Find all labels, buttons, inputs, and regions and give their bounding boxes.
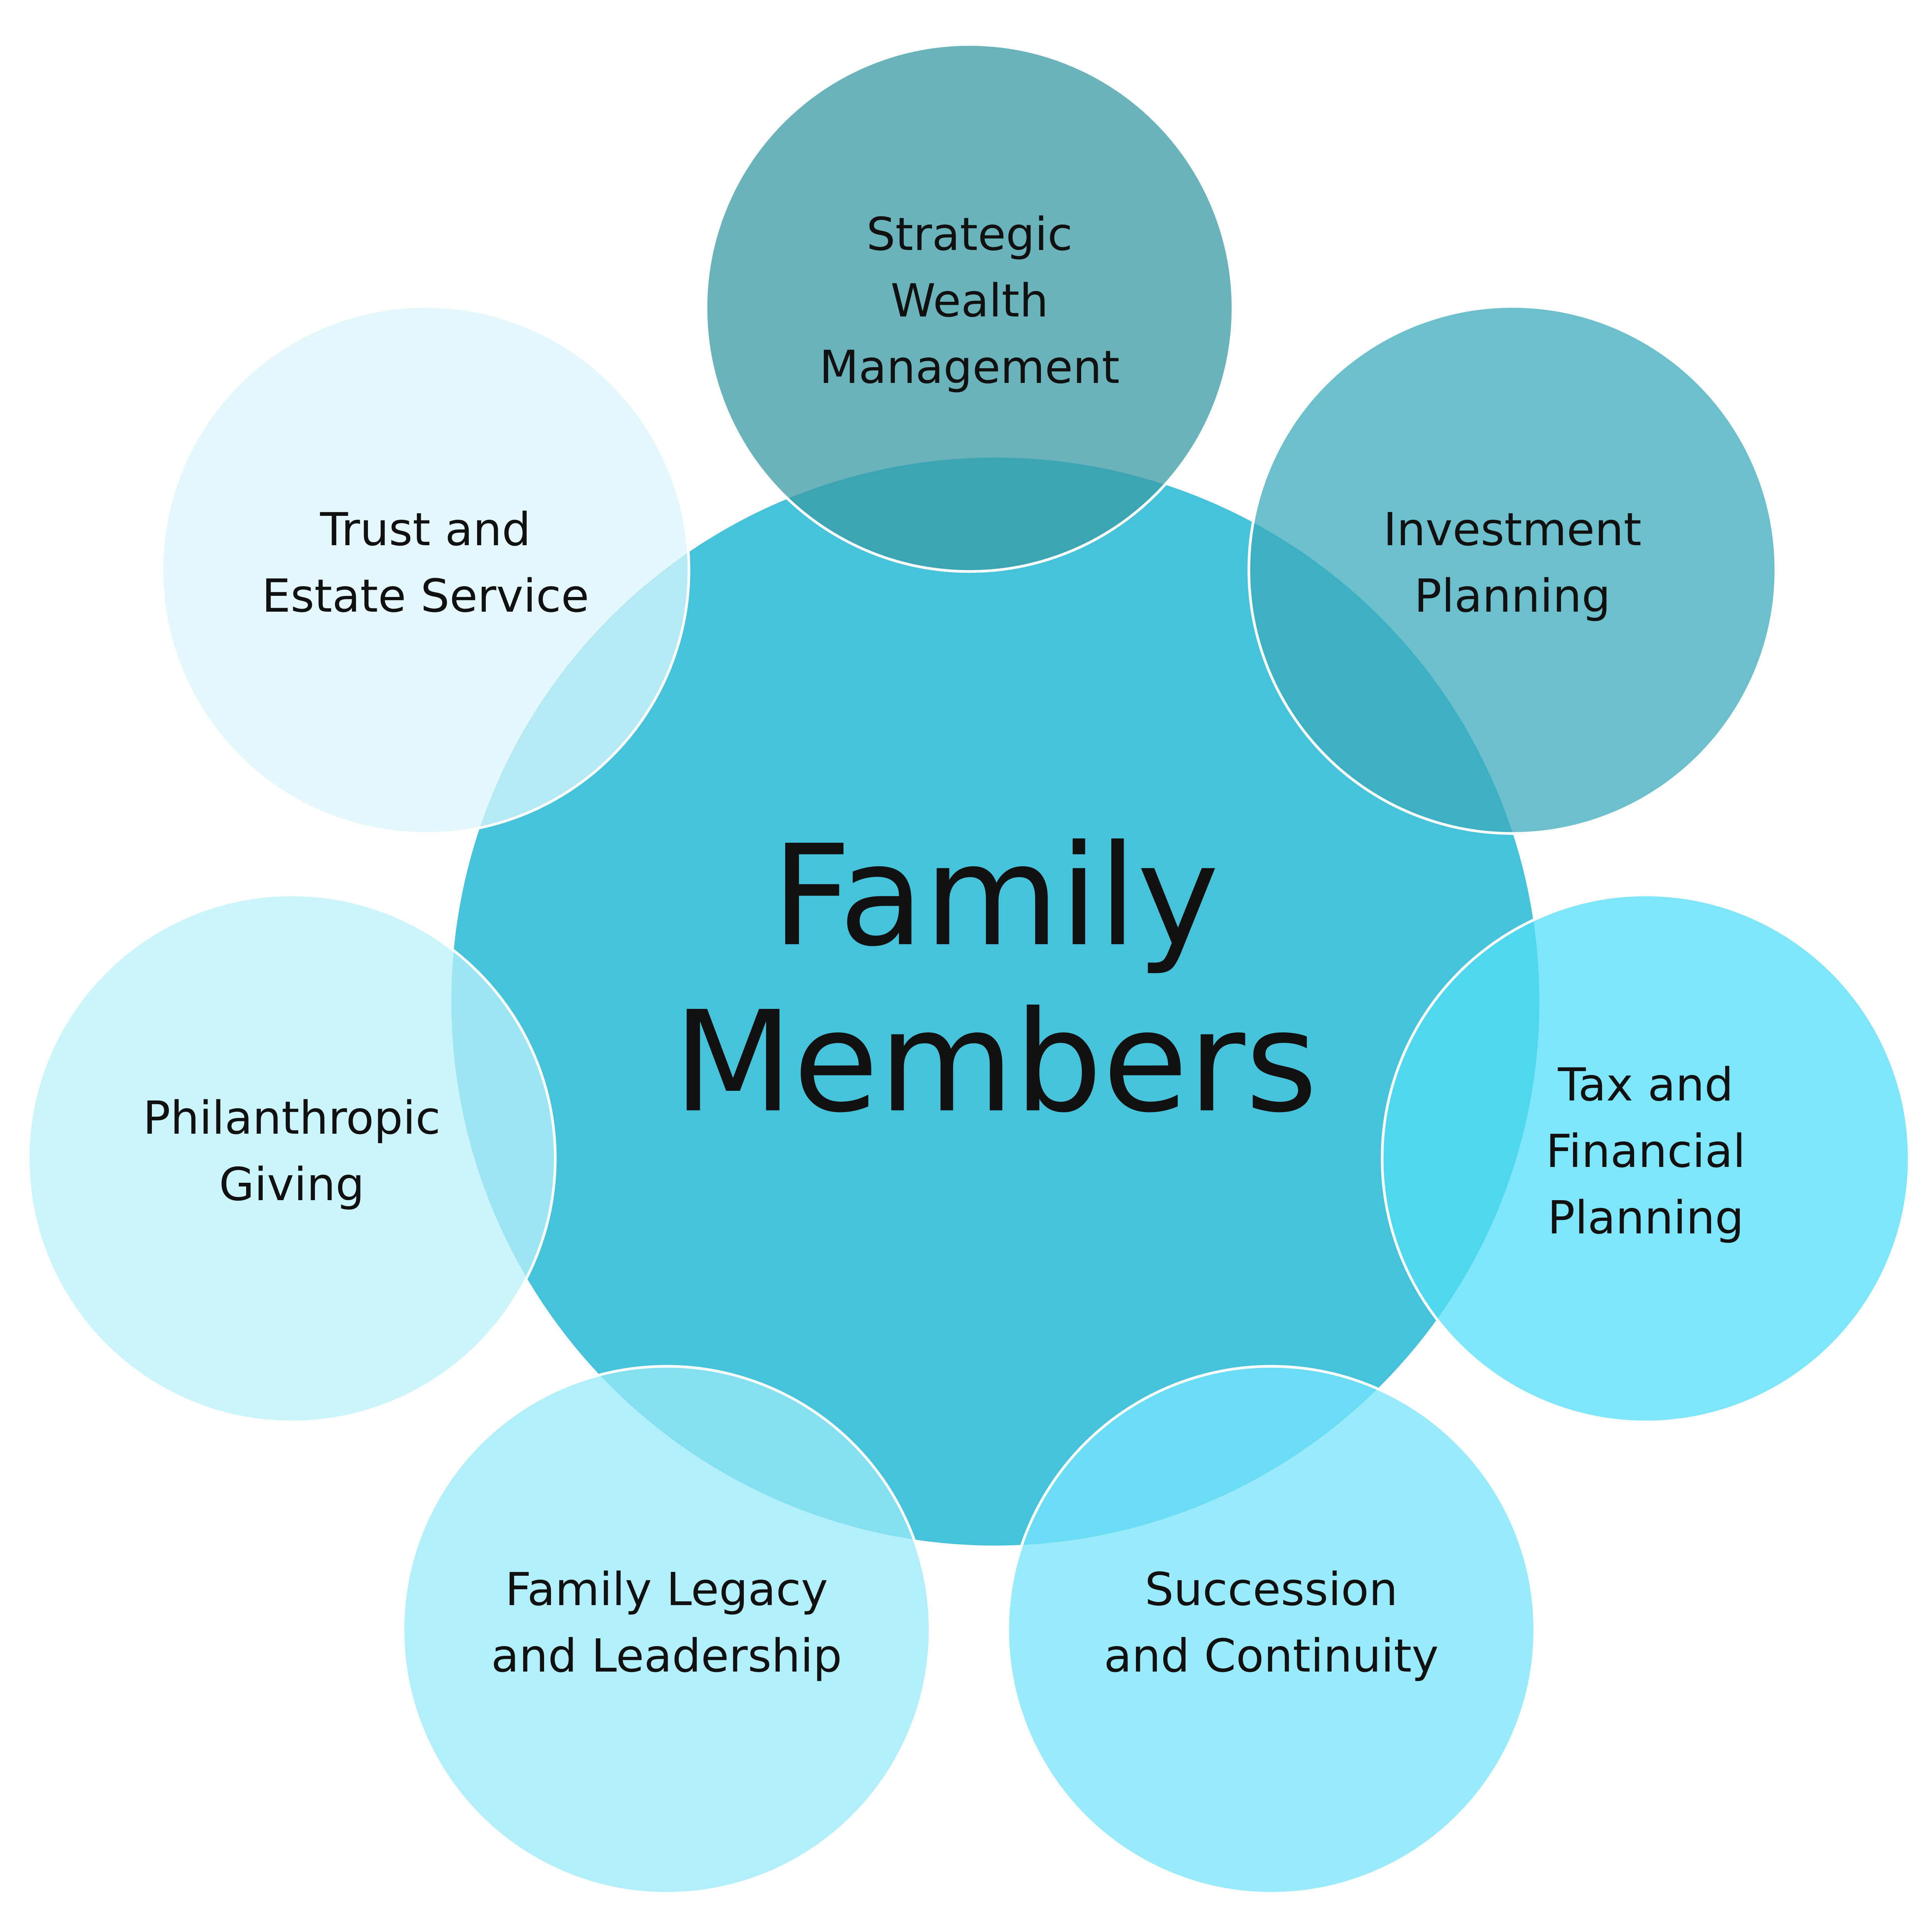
succession-and-continuity-circle xyxy=(1006,1365,1536,1895)
center-label-line: Members xyxy=(673,981,1318,1143)
family-legacy-and-leadership-label-line: Family Legacy xyxy=(505,1563,828,1616)
investment-planning-label-line: Investment xyxy=(1383,503,1641,556)
succession-and-continuity-label-line: and Continuity xyxy=(1104,1629,1439,1682)
strategic-wealth-management-label-line: Strategic xyxy=(866,207,1072,261)
strategic-wealth-management-circle xyxy=(704,43,1235,573)
tax-and-financial-planning-label-line: Tax and xyxy=(1558,1058,1733,1111)
philanthropic-giving-label-line: Philanthropic xyxy=(143,1091,440,1145)
philanthropic-giving-circle xyxy=(27,893,557,1423)
center-circle xyxy=(451,457,1539,1546)
succession-and-continuity-label-line: Succession xyxy=(1145,1563,1398,1616)
strategic-wealth-management-label-line: Wealth xyxy=(891,274,1049,327)
family-legacy-and-leadership-label-line: and Leadership xyxy=(491,1629,842,1682)
family-legacy-and-leadership-circle xyxy=(401,1365,932,1895)
tax-and-financial-planning-label-line: Financial xyxy=(1546,1124,1746,1178)
strategic-wealth-management-label-line: Management xyxy=(819,340,1119,394)
center-label-line: Family xyxy=(772,815,1219,977)
investment-planning-label-line: Planning xyxy=(1414,569,1611,622)
tax-and-financial-planning-circle xyxy=(1381,893,1911,1423)
investment-planning-circle xyxy=(1247,305,1777,835)
trust-and-estate-service-label-line: Trust and xyxy=(320,503,531,556)
succession-and-continuity-label: Succession and Continuity xyxy=(1104,1563,1439,1682)
trust-and-estate-service-label-line: Estate Service xyxy=(262,569,589,622)
tax-and-financial-planning-label-line: Planning xyxy=(1548,1191,1744,1244)
family-legacy-and-leadership-label: Family Legacy and Leadership xyxy=(491,1563,842,1682)
trust-and-estate-service-circle xyxy=(160,305,690,835)
philanthropic-giving-label-line: Giving xyxy=(219,1158,365,1211)
